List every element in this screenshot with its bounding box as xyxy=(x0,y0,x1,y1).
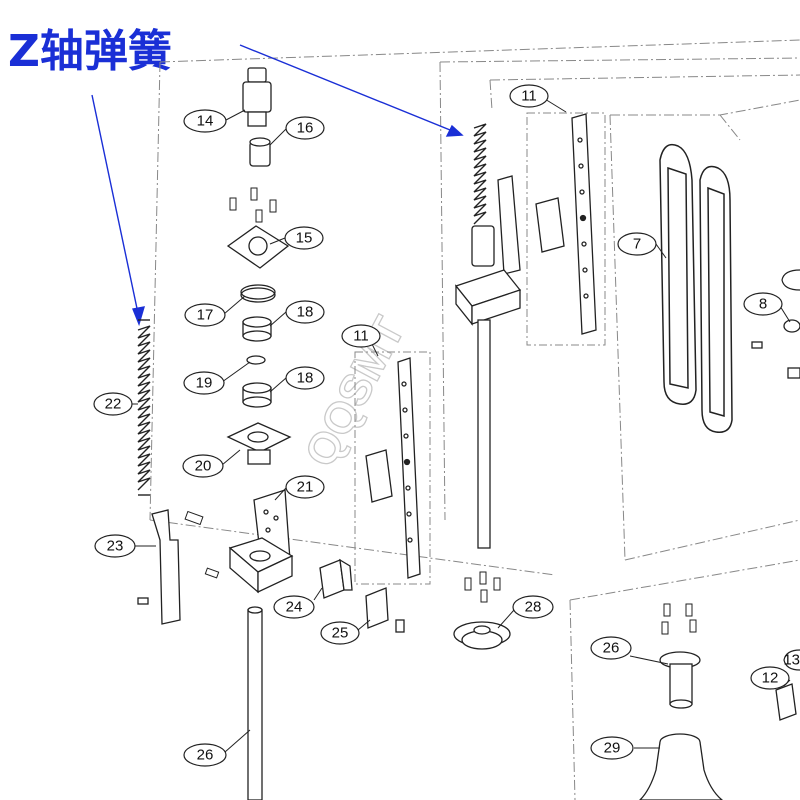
diagram-title: Z轴弹簧 xyxy=(8,26,172,77)
part-12 xyxy=(775,683,797,721)
callout-13-bubble xyxy=(783,649,800,671)
part-26-right xyxy=(659,651,701,709)
part-17 xyxy=(240,284,276,303)
z-axis-head-assembly xyxy=(454,175,522,326)
part-23 xyxy=(137,509,181,625)
guide-rail-11-right xyxy=(535,113,597,335)
callout-28: 28 xyxy=(525,599,542,616)
callout-11a: 11 xyxy=(353,328,369,345)
shaft-26-left xyxy=(247,606,263,800)
callout-11b: 11 xyxy=(521,88,537,105)
callout-19-bubble xyxy=(183,371,225,395)
callout-8-bubble xyxy=(743,292,783,316)
screws-26-right xyxy=(661,603,697,635)
callout-7: 7 xyxy=(633,236,641,253)
part-18-lower xyxy=(242,382,272,408)
part-16 xyxy=(249,137,271,167)
part-18-upper xyxy=(242,316,272,342)
callout-19: 19 xyxy=(196,375,213,392)
callout-12-bubble xyxy=(750,666,790,690)
callout-23: 23 xyxy=(107,538,124,555)
callout-12: 12 xyxy=(762,670,779,687)
part-20 xyxy=(226,422,292,465)
part-15 xyxy=(226,225,290,269)
spring-z-axis xyxy=(473,123,487,225)
callout-partial-bubble xyxy=(781,269,800,291)
callout-26b: 26 xyxy=(603,640,620,657)
title-pointer-arrows xyxy=(91,44,464,327)
callout-14: 14 xyxy=(197,113,214,130)
part-28 xyxy=(453,621,511,650)
callout-18b: 18 xyxy=(297,370,314,387)
part-25 xyxy=(365,587,405,633)
part-29 xyxy=(639,733,724,800)
callout-23-bubble xyxy=(94,534,136,558)
part-14 xyxy=(242,67,272,127)
callout-18b-bubble xyxy=(285,366,325,390)
callout-25-bubble xyxy=(320,621,360,645)
callout-26b-bubble xyxy=(590,636,632,660)
callout-26a: 26 xyxy=(197,747,214,764)
callout-7-bubble xyxy=(617,232,657,256)
callout-13: 13 xyxy=(783,652,800,669)
callout-18a: 18 xyxy=(297,304,314,321)
callout-11b-bubble xyxy=(509,84,549,108)
callout-24: 24 xyxy=(286,599,303,616)
callout-26a-bubble xyxy=(183,743,227,767)
spring-22 xyxy=(137,319,151,496)
callout-18a-bubble xyxy=(285,300,325,324)
rail-11-left-frame xyxy=(354,351,431,585)
screws-28 xyxy=(464,571,501,603)
callout-29-bubble xyxy=(590,736,634,760)
callout-22-bubble xyxy=(93,392,133,416)
belts-7 xyxy=(659,143,733,433)
part-21 xyxy=(228,489,294,594)
part-24 xyxy=(319,558,353,599)
part-8 xyxy=(751,319,800,379)
callout-14-bubble xyxy=(183,109,227,133)
callout-8: 8 xyxy=(759,296,767,313)
callout-29: 29 xyxy=(604,740,621,757)
callout-15: 15 xyxy=(296,230,313,247)
callout-11a-bubble xyxy=(341,324,381,348)
callout-25: 25 xyxy=(332,625,349,642)
shaft-long-right xyxy=(477,319,491,549)
rail-11-right-frame xyxy=(526,112,606,346)
callout-16-bubble xyxy=(285,116,325,140)
callout-21: 21 xyxy=(297,479,314,496)
callout-17-bubble xyxy=(184,303,226,327)
part-19 xyxy=(246,355,266,365)
callout-28-bubble xyxy=(512,595,554,619)
callout-20-bubble xyxy=(182,454,224,478)
callouts xyxy=(93,84,800,767)
guide-rail-11-left xyxy=(365,357,421,579)
callout-16: 16 xyxy=(297,120,314,137)
callout-22: 22 xyxy=(105,396,122,413)
callout-17: 17 xyxy=(197,307,214,324)
screw-set-21 xyxy=(184,510,220,579)
assembly-frame-lines xyxy=(149,39,800,800)
screws-upper xyxy=(229,187,277,223)
callout-15-bubble xyxy=(284,226,324,250)
callout-24-bubble xyxy=(273,595,315,619)
callout-21-bubble xyxy=(285,475,325,499)
callout-20: 20 xyxy=(195,458,212,475)
